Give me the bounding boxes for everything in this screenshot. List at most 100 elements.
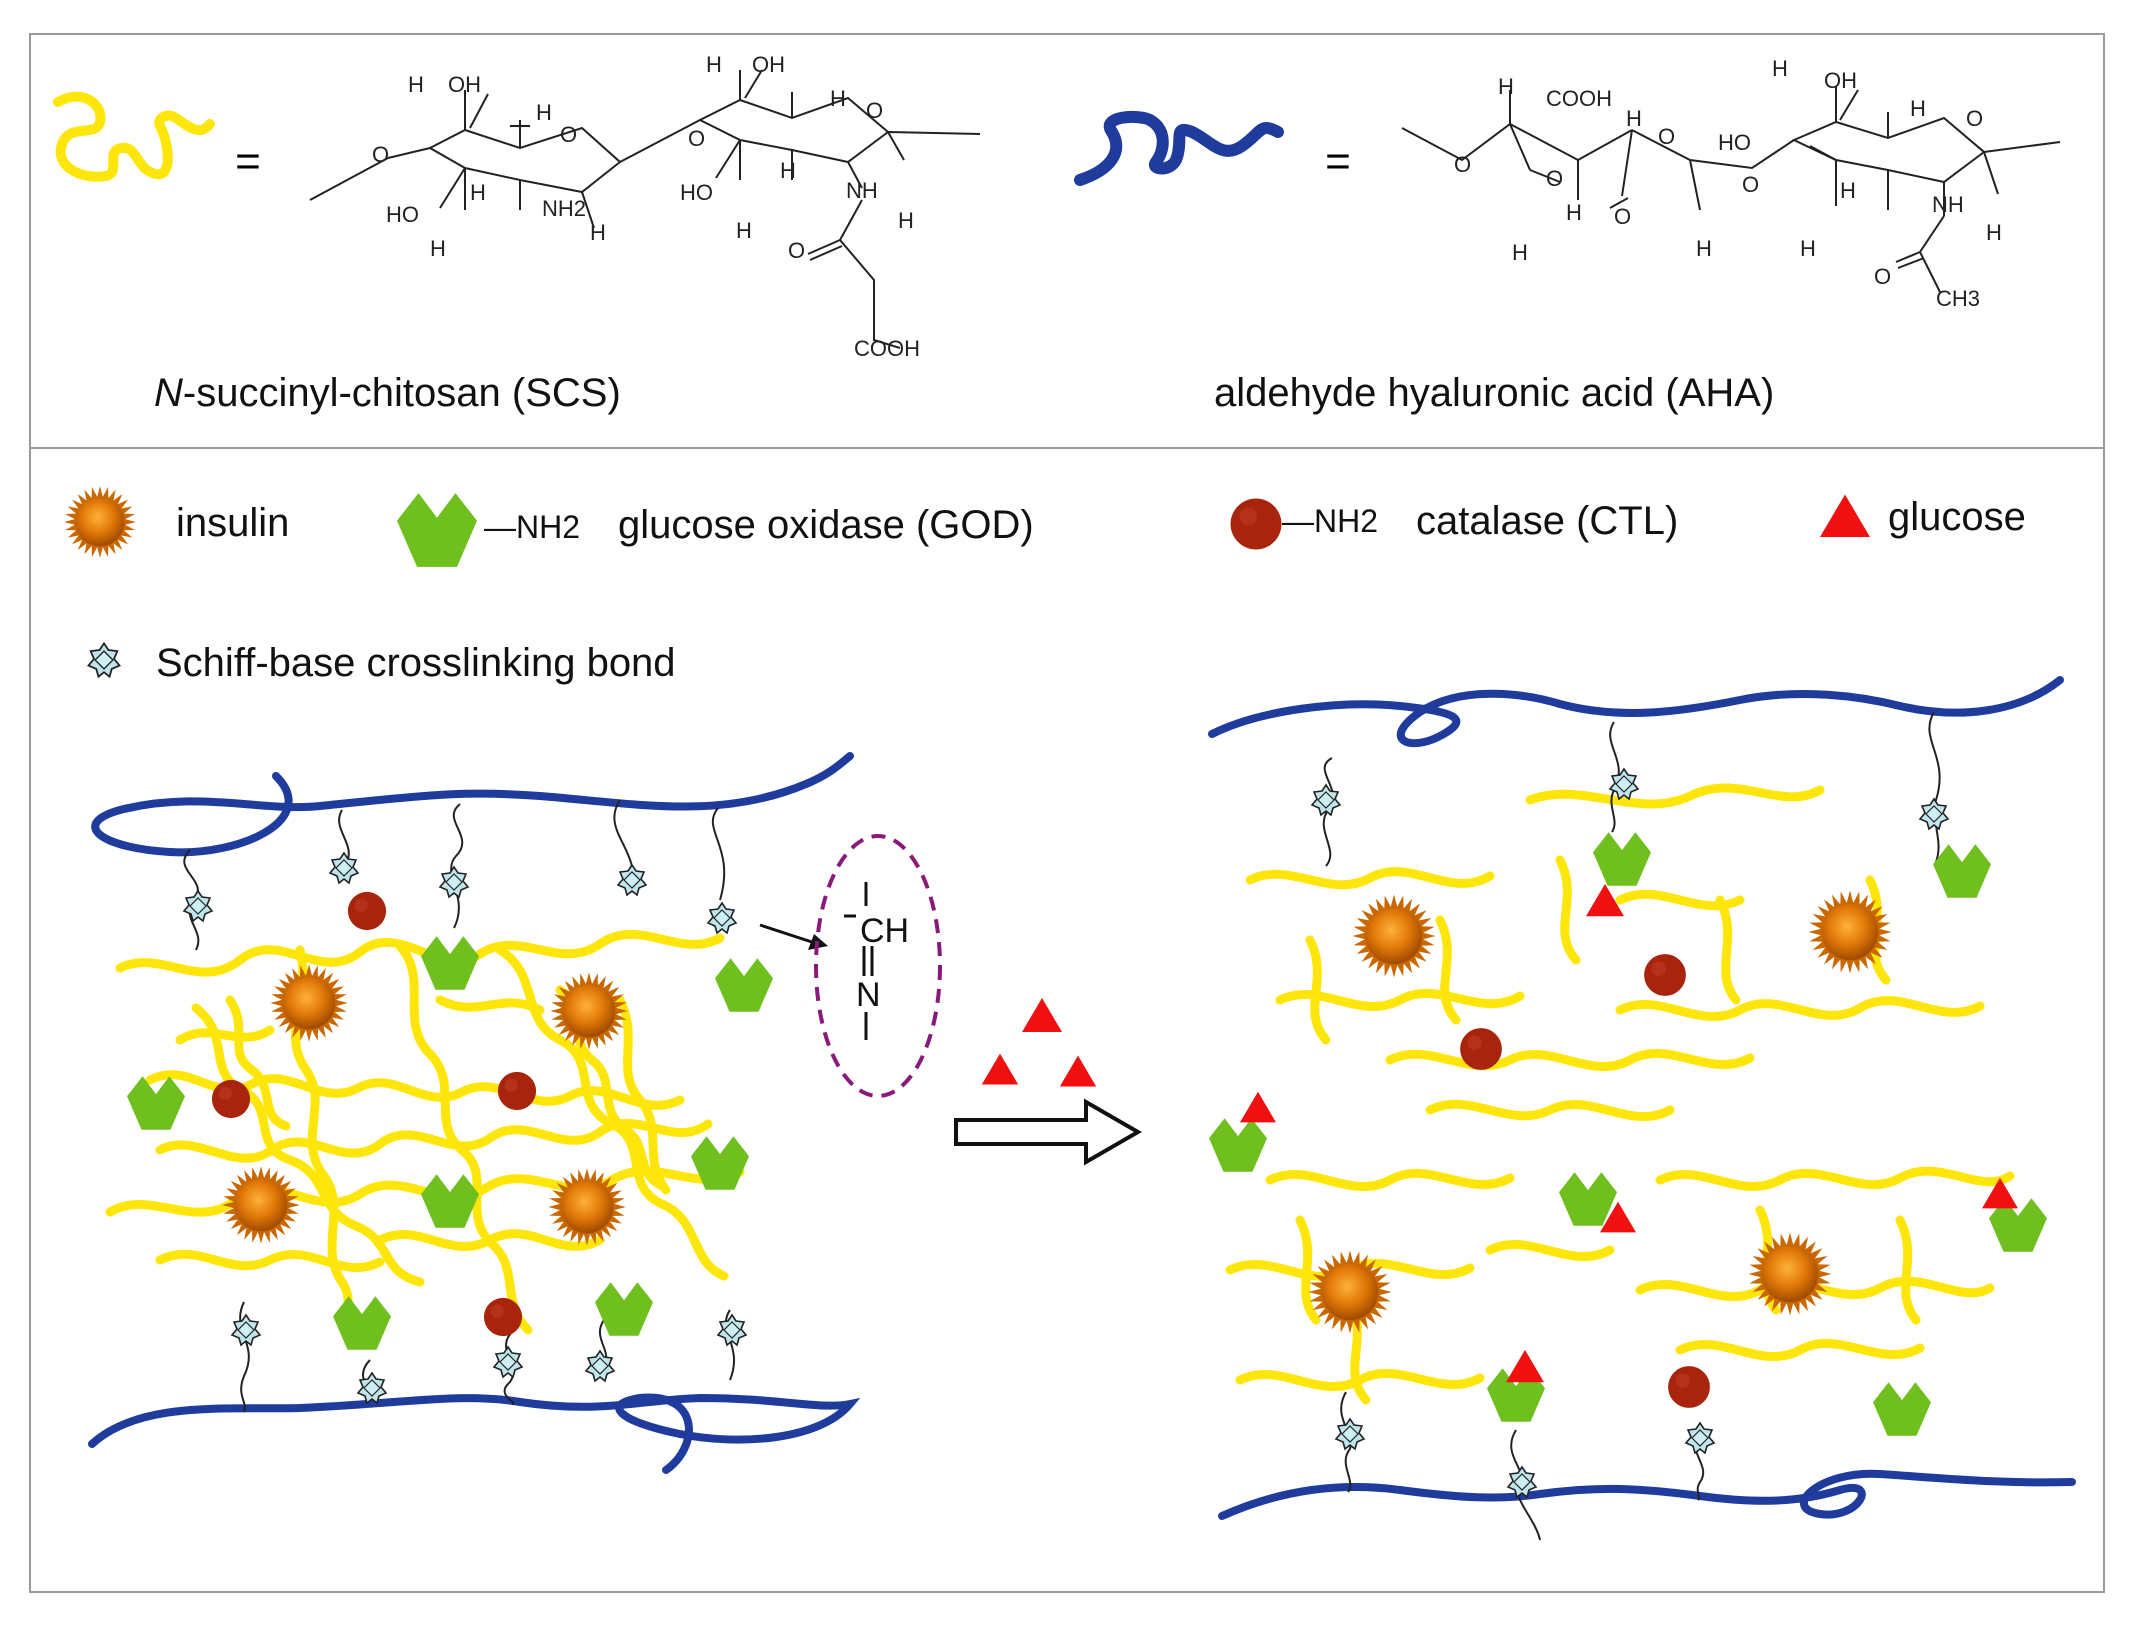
schiff-bond-icon xyxy=(439,866,469,898)
glucose-icon xyxy=(1059,1055,1097,1087)
svg-text:O: O xyxy=(1454,152,1471,177)
svg-text:O: O xyxy=(1966,106,1983,131)
right-scs-chains xyxy=(1225,783,2015,1405)
callout-imine xyxy=(844,882,874,1040)
god-icon xyxy=(421,936,479,990)
svg-text:NH: NH xyxy=(846,178,878,203)
svg-text:OH: OH xyxy=(448,72,481,97)
schiff-bond-icon xyxy=(183,890,213,922)
svg-text:H: H xyxy=(1986,220,2002,245)
god-icon xyxy=(1593,832,1651,886)
process-arrow xyxy=(954,1098,1143,1166)
right-linkers xyxy=(1322,711,1941,1541)
schiff-bond-icon xyxy=(493,1346,523,1378)
schiff-bond-icon xyxy=(357,1372,387,1404)
legend-insulin: insulin xyxy=(176,501,289,545)
svg-text:H: H xyxy=(1840,178,1856,203)
schiff-bond-icon xyxy=(231,1314,261,1346)
svg-text:H: H xyxy=(1498,74,1514,99)
svg-text:O: O xyxy=(1614,204,1631,229)
schiff-bond-icon xyxy=(585,1350,615,1382)
god-icon xyxy=(1209,1118,1267,1172)
svg-text:COOH: COOH xyxy=(1546,86,1612,111)
svg-text:H: H xyxy=(470,180,486,205)
svg-text:HO: HO xyxy=(1718,130,1751,155)
svg-text:CH3: CH3 xyxy=(1936,286,1980,311)
aha-chain-icon xyxy=(1074,110,1284,186)
god-icon xyxy=(421,1174,479,1228)
legend-god: glucose oxidase (GOD) xyxy=(618,503,1034,547)
god-icon xyxy=(397,493,477,567)
svg-text:HO: HO xyxy=(386,202,419,227)
svg-text:O: O xyxy=(1742,172,1759,197)
callout-ellipse xyxy=(814,834,942,1098)
schiff-bond-icon xyxy=(1685,1422,1715,1454)
svg-text:H: H xyxy=(1696,236,1712,261)
callout-arrow xyxy=(759,923,819,946)
insulin-icon xyxy=(1352,894,1436,978)
svg-text:NH: NH xyxy=(1932,192,1964,217)
aha-structure: = O H COOH H O O H H O H O H OH HO H O xyxy=(1074,56,2061,415)
svg-text:H: H xyxy=(590,220,606,245)
catalase-icon xyxy=(1230,498,1282,550)
legend-glucose: glucose xyxy=(1888,495,2026,539)
svg-text:H: H xyxy=(1910,96,1926,121)
god-icon xyxy=(715,958,773,1012)
incoming-glucose xyxy=(981,998,1097,1087)
schiff-bond-icon xyxy=(1335,1418,1365,1450)
svg-text:H: H xyxy=(1772,56,1788,81)
svg-text:COOH: COOH xyxy=(854,336,920,361)
glucose-icon xyxy=(1820,494,1870,537)
glucose-icon xyxy=(1022,998,1062,1032)
god-icon xyxy=(1933,844,1991,898)
god-icon xyxy=(595,1282,653,1336)
svg-text:O: O xyxy=(788,238,805,263)
scs-name: N-succinyl-chitosan (SCS) xyxy=(154,371,621,415)
god-icon xyxy=(1559,1172,1617,1226)
svg-text:O: O xyxy=(1546,166,1563,191)
svg-text:NH2: NH2 xyxy=(542,196,586,221)
catalase-icon xyxy=(1644,954,1686,996)
schiff-bond-icon xyxy=(707,902,737,934)
glucose-icon xyxy=(1240,1091,1276,1123)
svg-text:H: H xyxy=(706,52,722,77)
left-scs-chains xyxy=(105,929,745,1347)
svg-text:H: H xyxy=(1512,240,1528,265)
right-aha-chains xyxy=(1208,676,2076,1520)
scs-equals: = xyxy=(235,137,261,186)
schiff-bond-icon xyxy=(87,642,121,678)
callout-n: N xyxy=(856,976,881,1014)
svg-text:OH: OH xyxy=(1824,68,1857,93)
schiff-bond-icon xyxy=(617,864,647,896)
schiff-bond-icon xyxy=(1919,798,1949,830)
svg-text:H: H xyxy=(408,72,424,97)
aha-name: aldehyde hyaluronic acid (AHA) xyxy=(1214,371,1774,415)
svg-text:H: H xyxy=(736,218,752,243)
insulin-icon xyxy=(270,964,348,1042)
schiff-bond-icon xyxy=(329,852,359,884)
svg-text:H: H xyxy=(1566,200,1582,225)
schiff-bond-icon xyxy=(1609,768,1639,800)
schiff-bond-icon xyxy=(1311,784,1341,816)
svg-text:OH: OH xyxy=(752,52,785,77)
scs-chain-icon xyxy=(53,91,215,182)
catalase-icon xyxy=(497,1071,537,1111)
insulin-icon xyxy=(1748,1232,1832,1316)
svg-text:H: H xyxy=(1626,106,1642,131)
svg-text:H: H xyxy=(536,100,552,125)
glucose-icon xyxy=(1506,1349,1544,1383)
svg-text:HO: HO xyxy=(680,180,713,205)
aha-equals: = xyxy=(1325,137,1351,186)
catalase-icon xyxy=(483,1297,523,1337)
god-icon xyxy=(333,1296,391,1350)
svg-text:H: H xyxy=(430,236,446,261)
svg-text:O: O xyxy=(688,126,705,151)
catalase-icon xyxy=(1460,1028,1502,1070)
catalase-icon xyxy=(347,891,387,931)
right-network xyxy=(1208,676,2076,1541)
legend: insulin —NH2 glucose oxidase (GOD) —NH2 … xyxy=(64,486,2026,685)
glucose-icon xyxy=(981,1053,1019,1085)
god-icon xyxy=(1873,1382,1931,1436)
bottom-panel-frame xyxy=(29,447,2105,1593)
